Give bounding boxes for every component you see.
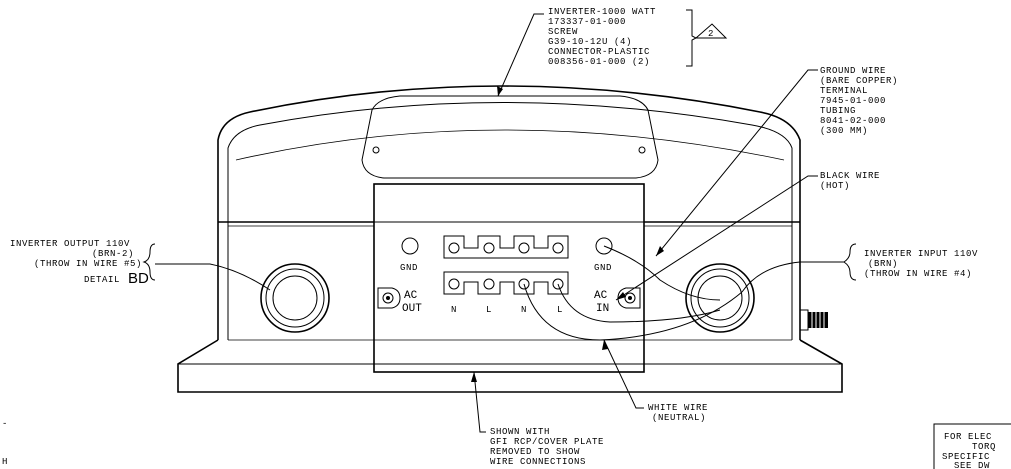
ground-line-2: (BARE COPPER) bbox=[820, 76, 898, 86]
callout-top: INVERTER-1000 WATT 173337-01-000 SCREW G… bbox=[548, 7, 656, 67]
top-line-1: INVERTER-1000 WATT bbox=[548, 7, 656, 17]
corner-line-4: SEE DW bbox=[954, 461, 990, 469]
gnd-terminal-left bbox=[401, 237, 419, 255]
screw-u4 bbox=[552, 242, 564, 254]
screw-u3 bbox=[518, 242, 530, 254]
gnd-left-label: GND bbox=[400, 263, 418, 273]
leader-ground bbox=[655, 69, 818, 257]
leader-black bbox=[615, 175, 818, 301]
callout-black-wire: BLACK WIRE (HOT) bbox=[820, 171, 880, 191]
ground-line-6: 8041-02-000 bbox=[820, 116, 886, 126]
top-line-5: CONNECTOR-PLASTIC bbox=[548, 47, 650, 57]
top-plate bbox=[361, 95, 659, 179]
screw-l2 bbox=[483, 278, 495, 290]
corner-note-box bbox=[933, 423, 1011, 469]
revision-number: 2 bbox=[708, 29, 714, 39]
side-threaded-fitting bbox=[808, 312, 828, 328]
screw-l3 bbox=[518, 278, 530, 290]
ground-line-7: (300 MM) bbox=[820, 126, 868, 136]
terminal-label-3: N bbox=[521, 305, 527, 315]
gfi-panel: GND GND N L N L AC OUT AC IN bbox=[373, 183, 645, 373]
terminal-strip-upper bbox=[443, 235, 569, 259]
dome-bevel-line bbox=[235, 129, 785, 161]
white-line-2: (NEUTRAL) bbox=[652, 413, 706, 423]
side-stub bbox=[799, 309, 809, 331]
ac-out-label-2: OUT bbox=[402, 303, 422, 315]
ac-out-label-1: AC bbox=[404, 290, 418, 302]
input-leader bbox=[741, 261, 844, 293]
output-grommet bbox=[260, 263, 330, 333]
revision-triangle bbox=[694, 23, 728, 39]
screw-u1 bbox=[448, 242, 460, 254]
leader-top bbox=[497, 13, 544, 97]
leader-white bbox=[603, 339, 644, 409]
callout-shown-with: SHOWN WITH GFI RCP/COVER PLATE REMOVED T… bbox=[490, 427, 604, 467]
panel-frame bbox=[373, 183, 645, 373]
leader-shown-with bbox=[473, 371, 486, 433]
shown-line-2: GFI RCP/COVER PLATE bbox=[490, 437, 604, 447]
callout-input: INVERTER INPUT 110V (BRN) (THROW IN WIRE… bbox=[864, 249, 978, 279]
inverter-body bbox=[177, 85, 843, 393]
top-line-6: 008356-01-000 (2) bbox=[548, 57, 650, 67]
corner-line-2: TORQ bbox=[972, 442, 996, 452]
black-wire bbox=[557, 283, 721, 323]
corner-line-3: SPECIFIC bbox=[942, 452, 990, 462]
shown-line-1: SHOWN WITH bbox=[490, 427, 550, 437]
terminal-strip-lower bbox=[443, 271, 569, 295]
ground-line-4: 7945-01-000 bbox=[820, 96, 886, 106]
plate-screw-left bbox=[372, 146, 380, 154]
top-bracket bbox=[686, 9, 698, 67]
ground-line-5: TUBING bbox=[820, 106, 856, 116]
callout-white-wire: WHITE WIRE (NEUTRAL) bbox=[648, 403, 708, 423]
screw-u2 bbox=[483, 242, 495, 254]
corner-line-1: FOR ELEC bbox=[944, 432, 992, 442]
terminal-label-1: N bbox=[451, 305, 457, 315]
terminal-label-2: L bbox=[486, 305, 492, 315]
output-line-3: (THROW IN WIRE #5) bbox=[34, 259, 142, 269]
gnd-right-label: GND bbox=[594, 263, 612, 273]
top-line-3: SCREW bbox=[548, 27, 578, 37]
plate-screw-right bbox=[638, 146, 646, 154]
shown-line-3: REMOVED TO SHOW bbox=[490, 447, 580, 457]
top-line-2: 173337-01-000 bbox=[548, 17, 626, 27]
input-line-2: (BRN) bbox=[868, 259, 898, 269]
body-outline-top bbox=[217, 85, 801, 210]
ground-line-3: TERMINAL bbox=[820, 86, 868, 96]
input-line-1: INVERTER INPUT 110V bbox=[864, 249, 978, 259]
ac-out-connector bbox=[377, 287, 401, 309]
base-flange bbox=[177, 339, 843, 393]
gnd-terminal-right bbox=[595, 237, 613, 255]
callout-ground: GROUND WIRE (BARE COPPER) TERMINAL 7945-… bbox=[820, 66, 898, 136]
top-line-4: G39-10-12U (4) bbox=[548, 37, 632, 47]
input-grommet bbox=[685, 263, 755, 333]
body-inner-dome bbox=[227, 102, 793, 210]
screw-l1 bbox=[448, 278, 460, 290]
ac-in-label-1: AC bbox=[594, 290, 608, 302]
black-line-2: (HOT) bbox=[820, 181, 850, 191]
wires bbox=[155, 245, 743, 341]
output-line-1: INVERTER OUTPUT 110V bbox=[10, 239, 130, 249]
edge-fragment-2: H bbox=[2, 457, 8, 467]
leader-lines: 2 bbox=[142, 9, 857, 433]
detail-prefix: DETAIL bbox=[84, 275, 120, 285]
white-line-1: WHITE WIRE bbox=[648, 403, 708, 413]
ground-wire bbox=[603, 245, 721, 301]
ground-line-1: GROUND WIRE bbox=[820, 66, 886, 76]
white-wire bbox=[523, 283, 743, 341]
corner-note: FOR ELEC TORQ SPECIFIC SEE DW bbox=[933, 423, 1011, 469]
output-wire-lead bbox=[155, 263, 271, 291]
screw-l4 bbox=[552, 278, 564, 290]
callout-output: INVERTER OUTPUT 110V (BRN-2) (THROW IN W… bbox=[10, 239, 149, 287]
shown-line-4: WIRE CONNECTIONS bbox=[490, 457, 586, 467]
edge-fragment-1: - bbox=[2, 419, 8, 429]
black-line-1: BLACK WIRE bbox=[820, 171, 880, 181]
output-bracket bbox=[142, 243, 156, 281]
input-bracket bbox=[843, 243, 857, 281]
output-line-2: (BRN-2) bbox=[92, 249, 134, 259]
ac-in-label-2: IN bbox=[596, 303, 609, 315]
detail-id: BD bbox=[128, 270, 149, 287]
terminal-label-4: L bbox=[557, 305, 563, 315]
input-line-3: (THROW IN WIRE #4) bbox=[864, 269, 972, 279]
